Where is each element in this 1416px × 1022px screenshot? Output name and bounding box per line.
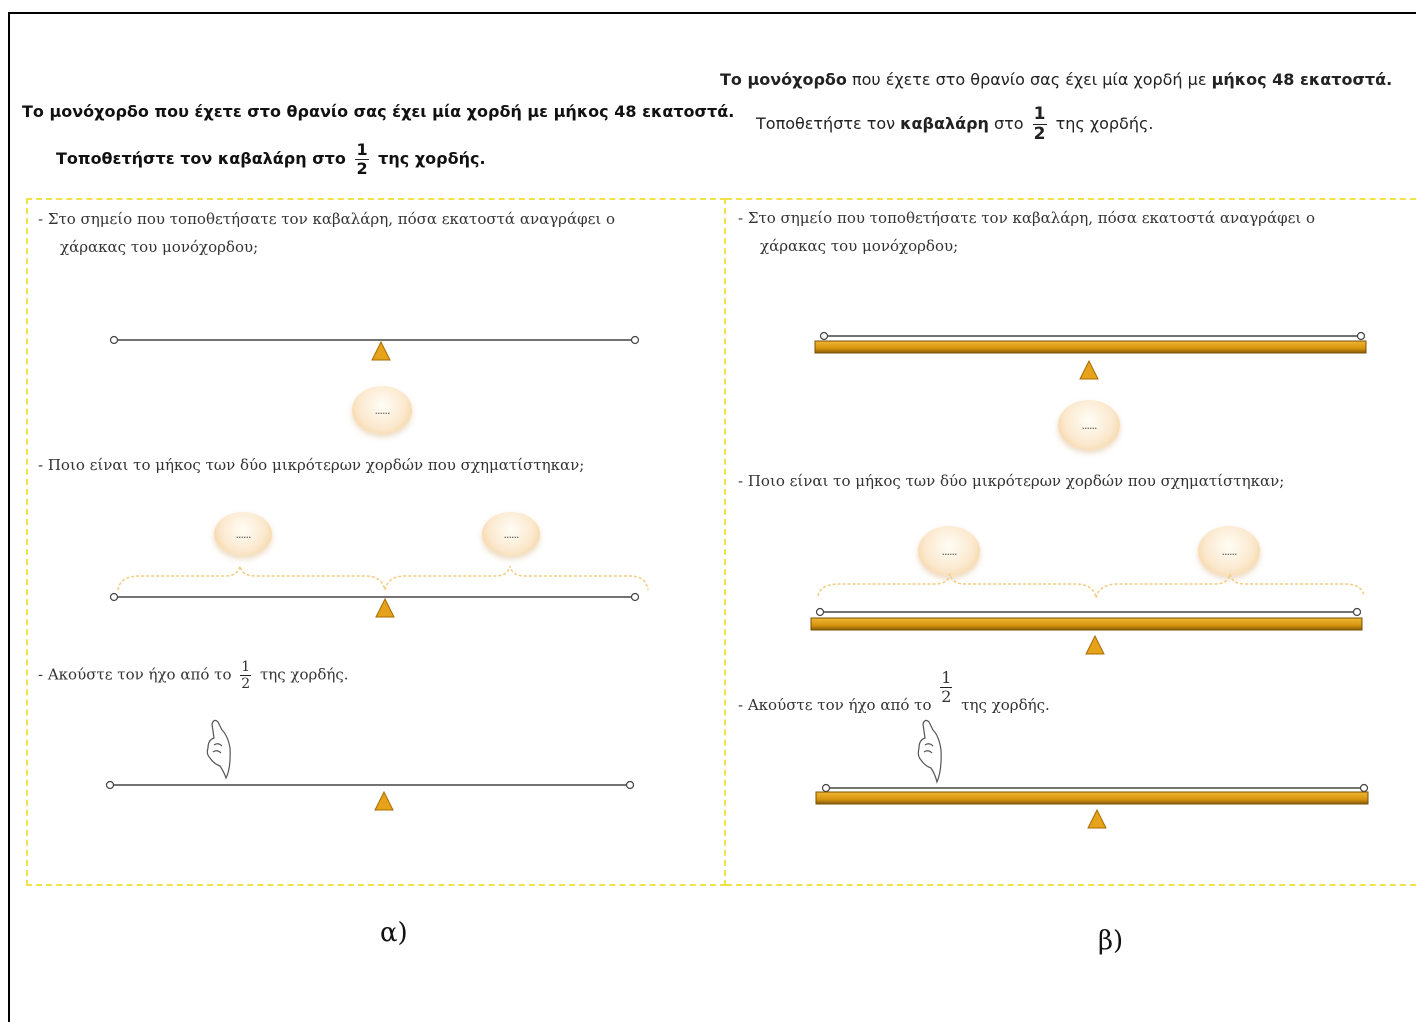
string-peg-icon [1361,785,1368,792]
right-monochord-1 [815,333,1366,380]
string-peg-icon [627,782,634,789]
bridge-triangle-icon[interactable] [376,599,394,617]
ruler-bar [811,618,1362,630]
caption-a: α) [380,918,408,948]
string-peg-icon [111,337,118,344]
ruler-bar [816,792,1368,804]
left-braces [118,566,648,590]
left-string-3 [107,782,634,811]
string-peg-icon [111,594,118,601]
string-peg-icon [632,337,639,344]
string-peg-icon [632,594,639,601]
ruler-bar [815,341,1366,353]
bridge-triangle-icon[interactable] [1086,636,1104,654]
caption-b: β) [1098,926,1123,956]
pointing-hand-icon [207,720,230,778]
string-peg-icon [823,785,830,792]
string-peg-icon [1358,333,1365,340]
right-monochord-2 [811,609,1362,655]
left-string-2 [111,594,639,618]
bridge-triangle-icon[interactable] [375,792,393,810]
left-string-1 [111,337,639,361]
string-peg-icon [821,333,828,340]
right-braces [818,574,1364,598]
bridge-triangle-icon[interactable] [1080,361,1098,379]
bridge-triangle-icon[interactable] [372,342,390,360]
right-monochord-3 [816,785,1368,829]
pointing-hand-icon [918,720,941,782]
string-peg-icon [1354,609,1361,616]
string-peg-icon [107,782,114,789]
bridge-triangle-icon[interactable] [1088,810,1106,828]
string-peg-icon [817,609,824,616]
